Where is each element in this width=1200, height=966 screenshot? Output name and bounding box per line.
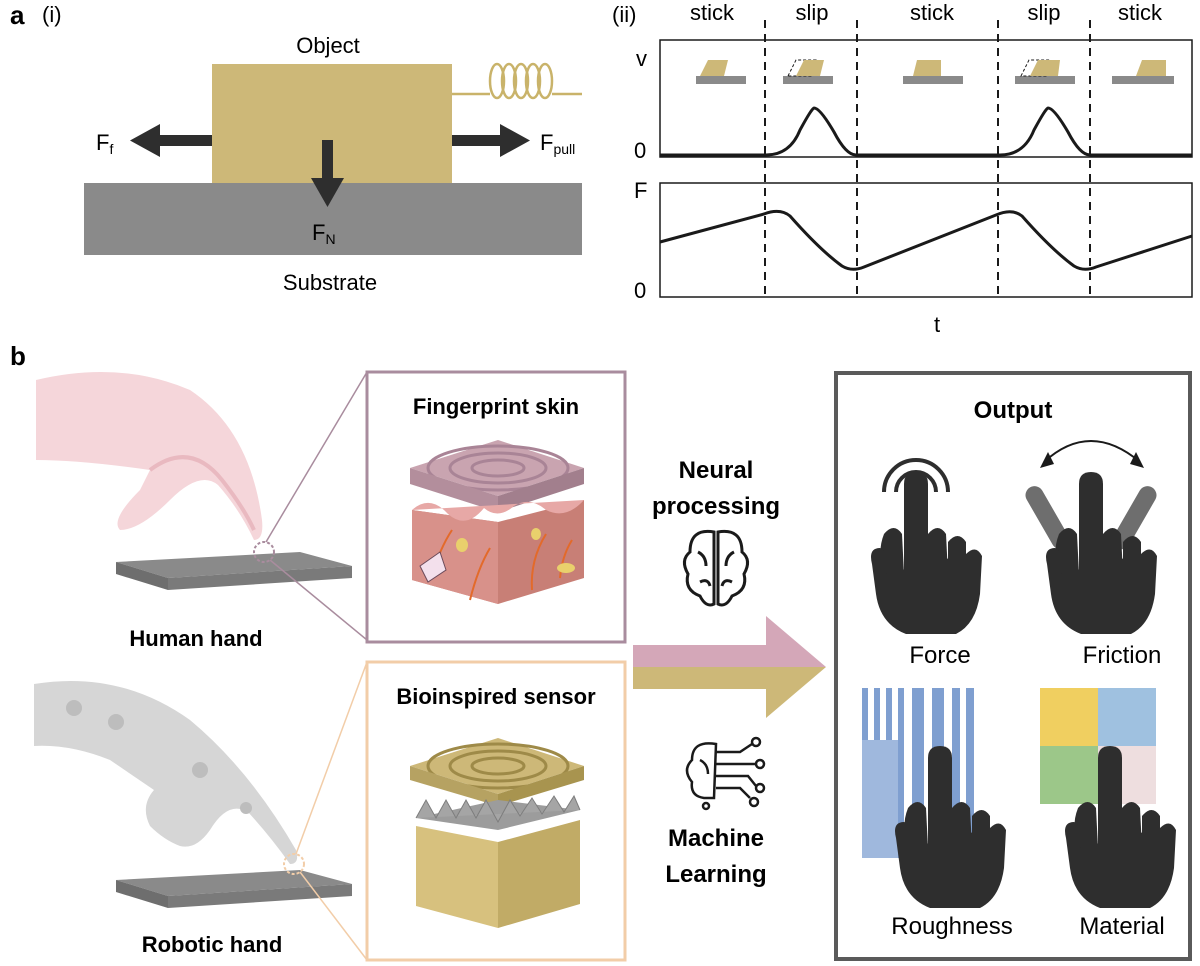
- arc-arrow-right-head: [1130, 452, 1144, 468]
- phase-label: slip: [1027, 0, 1060, 25]
- phase-label: slip: [795, 0, 828, 25]
- neural-label-line2: processing: [652, 493, 780, 520]
- arc-arrow-icon: [1043, 440, 1141, 463]
- brain-icon: [683, 529, 749, 607]
- velocity-plot-frame: [659, 39, 1193, 158]
- mini-block-icons: [696, 59, 1174, 84]
- arc-arrow-left-head: [1040, 452, 1054, 468]
- robotic-hand-illustration: [34, 661, 368, 961]
- neural-label-line1: Neural: [679, 457, 754, 484]
- fingerprint-skin-frame: [365, 370, 627, 644]
- force-zero-label: 0: [634, 278, 646, 303]
- fingerprint-skin-title: Fingerprint skin: [413, 394, 579, 419]
- human-hand-label: Human hand: [129, 626, 262, 651]
- bioinspired-sensor-illustration: [410, 738, 584, 928]
- phase-label: stick: [1118, 0, 1163, 25]
- processing-arrow: [633, 616, 826, 718]
- panel-a-i-label: (i): [42, 2, 62, 27]
- phase-label: stick: [690, 0, 735, 25]
- spring-icon: [452, 62, 582, 100]
- ml-label-line2: Learning: [665, 861, 766, 888]
- circuit-brain-icon: [685, 736, 766, 811]
- bioinspired-sensor-title: Bioinspired sensor: [396, 684, 596, 709]
- bioinspired-sensor-frame: [365, 660, 627, 962]
- panel-a-label: a: [10, 0, 25, 30]
- pull-force-arrow: [452, 124, 530, 157]
- force-axis-label: F: [634, 178, 647, 203]
- human-hand-illustration: [36, 371, 368, 641]
- output-roughness-label: Roughness: [891, 913, 1012, 940]
- object-label: Object: [296, 33, 360, 58]
- friction-ghost-fingers: [1025, 486, 1157, 550]
- output-force-label: Force: [909, 642, 970, 669]
- normal-force-arrow: [311, 140, 344, 207]
- roughness-hand-icon: [895, 746, 1006, 908]
- ml-label-line1: Machine: [668, 825, 764, 852]
- force-plot-frame: [659, 182, 1193, 298]
- friction-force-label: Ff: [96, 130, 113, 157]
- force-curve: [659, 209, 1193, 271]
- phase-labels: stick slip stick slip stick: [690, 0, 1163, 25]
- friction-force-arrow: [130, 124, 212, 157]
- output-material-label: Material: [1079, 913, 1164, 940]
- substrate-label: Substrate: [283, 270, 377, 295]
- force-hand-icon: [871, 472, 982, 634]
- phase-label: stick: [910, 0, 955, 25]
- velocity-zero-label: 0: [634, 138, 646, 163]
- panel-b-label: b: [10, 341, 26, 371]
- output-title: Output: [974, 397, 1053, 424]
- output-frame: [834, 371, 1192, 961]
- phase-dividers: [764, 20, 1091, 298]
- normal-force-label: FN: [312, 220, 336, 247]
- robotic-hand-label: Robotic hand: [142, 932, 283, 957]
- output-friction-label: Friction: [1083, 642, 1162, 669]
- fingerprint-skin-illustration: [410, 440, 584, 604]
- pull-force-label: Fpull: [540, 130, 575, 157]
- velocity-axis-label: v: [636, 46, 647, 71]
- velocity-curve: [660, 106, 1192, 157]
- panel-a-ii-label: (ii): [612, 2, 636, 27]
- time-axis-label: t: [934, 312, 940, 337]
